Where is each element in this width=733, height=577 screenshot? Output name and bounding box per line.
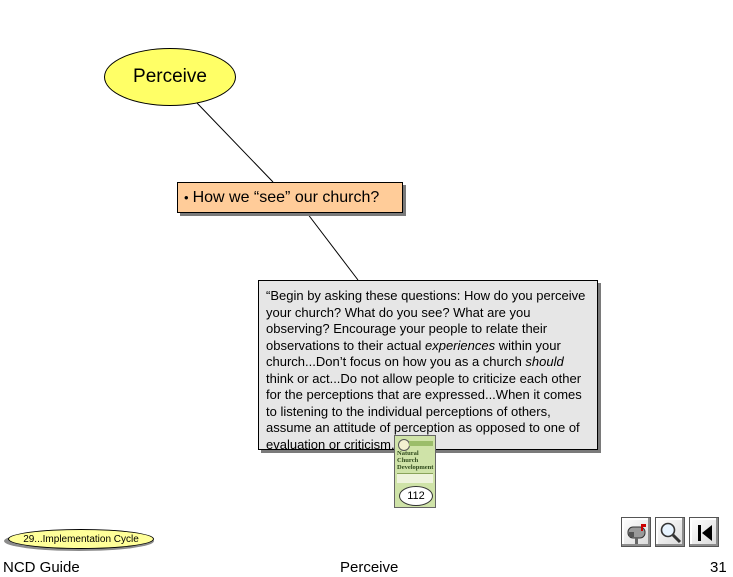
bullet-point: • xyxy=(184,190,189,205)
quote-part-3: think or act...Do not allow people to cr… xyxy=(266,370,582,452)
book-title-line-2: Church xyxy=(397,457,419,464)
first-page-icon xyxy=(698,525,712,541)
footer-page-number: 31 xyxy=(710,559,727,576)
connector-title-to-question xyxy=(196,102,274,183)
quote-part-2: within your church...Don’t focus on how … xyxy=(266,337,561,370)
implementation-cycle-label: 29...Implementation Cycle xyxy=(23,533,139,545)
implementation-cycle-link[interactable]: 29...Implementation Cycle xyxy=(8,529,154,549)
question-box: • How we “see” our church? xyxy=(177,182,403,213)
footer-guide-name: NCD Guide xyxy=(3,559,80,576)
question-text: How we “see” our church? xyxy=(192,188,380,206)
quote-box: “Begin by asking these questions: How do… xyxy=(258,280,598,453)
book-title: Natural Church Development xyxy=(397,450,433,471)
book-cover-thumbnail[interactable]: Natural Church Development 112 xyxy=(394,435,436,508)
mailbox-button[interactable] xyxy=(621,517,651,547)
quote-emphasis-should: should xyxy=(525,354,564,369)
book-page-number: 112 xyxy=(407,490,425,502)
mailbox-icon xyxy=(627,524,646,544)
book-subtitle-band xyxy=(397,473,433,483)
footer-slide-title: Perceive xyxy=(340,559,399,576)
first-page-button[interactable] xyxy=(689,517,719,547)
perceive-ellipse: Perceive xyxy=(104,48,236,106)
book-top-strip xyxy=(409,441,433,446)
book-page-badge: 112 xyxy=(399,486,433,506)
search-button[interactable] xyxy=(655,517,685,547)
diagram-title: Perceive xyxy=(133,66,207,87)
quote-part-1: “Begin by asking these questions: How do… xyxy=(266,288,586,353)
connector-question-to-quote xyxy=(306,212,359,281)
quote-emphasis-experiences: experiences xyxy=(424,337,496,353)
book-title-line-1: Natural xyxy=(397,450,419,457)
book-title-line-3: Development xyxy=(397,464,434,471)
quote-text: “Begin by asking these questions: How do… xyxy=(266,288,591,453)
magnifier-icon xyxy=(660,522,682,544)
